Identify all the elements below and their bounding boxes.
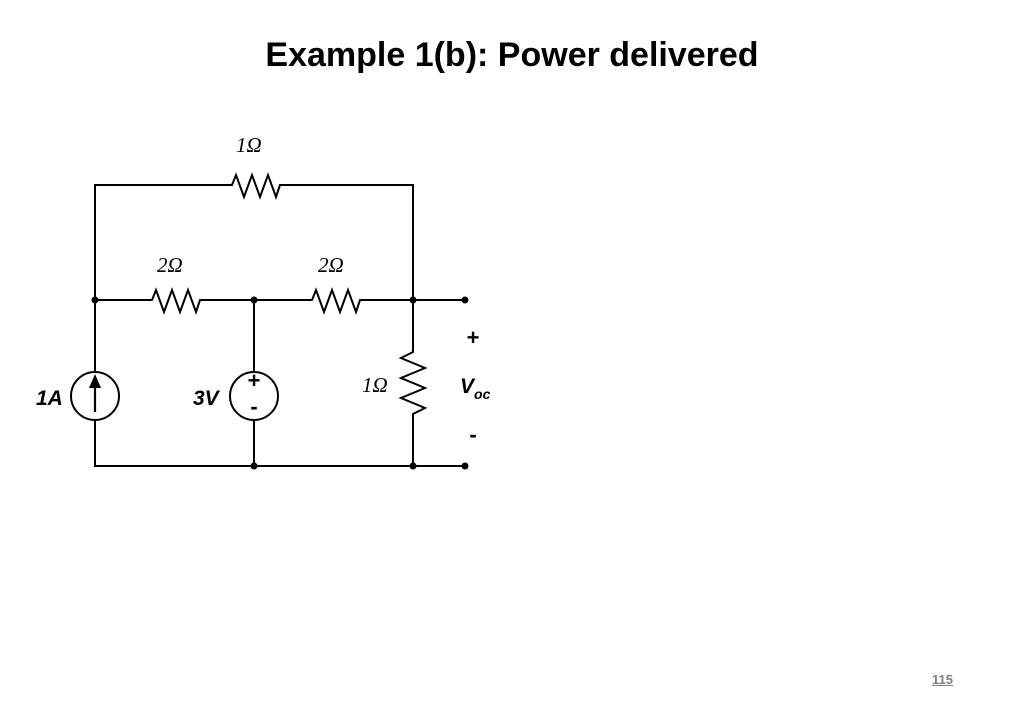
- page-number: 115: [932, 672, 953, 687]
- wire-top-left: [94, 184, 229, 301]
- junction-dot: [250, 296, 258, 304]
- resistor-left: [147, 287, 204, 316]
- resistor-right-label: 1Ω: [362, 373, 388, 397]
- current-source-label: 1A: [36, 387, 63, 410]
- voltage-source-label: 3V: [193, 387, 221, 410]
- junction-dot: [409, 462, 417, 470]
- output-plus-sign: +: [467, 325, 480, 350]
- terminal-dot: [461, 296, 469, 304]
- source-minus-sign: -: [250, 394, 257, 419]
- output-minus-sign: -: [469, 422, 476, 447]
- junction-dot: [250, 462, 258, 470]
- terminal-dot: [461, 462, 469, 470]
- resistor-top-label: 1Ω: [236, 133, 262, 157]
- current-arrow-head: [89, 374, 101, 388]
- resistor-middle: [307, 287, 363, 316]
- resistor-middle-label: 2Ω: [318, 253, 344, 277]
- resistor-left-label: 2Ω: [157, 253, 183, 277]
- junction-dot: [409, 296, 417, 304]
- voltage-source: [229, 371, 279, 421]
- junction-dot: [91, 296, 99, 304]
- resistor-right: [398, 347, 428, 425]
- slide-title: Example 1(b): Power delivered: [265, 36, 759, 74]
- resistor-top: [227, 172, 283, 201]
- wire-top-right: [281, 184, 414, 301]
- source-plus-sign: +: [248, 368, 261, 393]
- output-voltage-label: Voc: [460, 375, 491, 402]
- output-voltage-sub: oc: [474, 386, 491, 402]
- output-voltage-main: V: [460, 375, 476, 398]
